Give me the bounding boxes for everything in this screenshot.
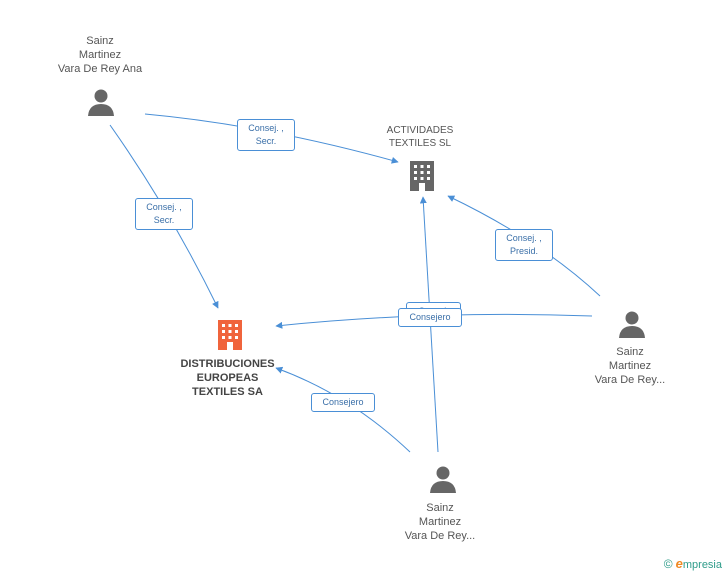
person-icon[interactable] [86, 88, 116, 116]
edge-label-ana-actividades: Consej. , Secr. [237, 119, 295, 151]
brand-watermark: © empresia [664, 556, 722, 571]
edge-label-right-distribuciones: Consejero [398, 308, 462, 327]
copyright-symbol: © [663, 557, 673, 571]
node-label-distribuciones[interactable]: DISTRIBUCIONES EUROPEAS TEXTILES SA [180, 358, 275, 398]
edge-label-right-actividades: Consej. , Presid. [495, 229, 553, 261]
node-label-person-right[interactable]: Sainz Martinez Vara De Rey... [594, 346, 666, 386]
person-icon[interactable] [617, 310, 647, 338]
building-icon[interactable] [407, 159, 437, 193]
edge-label-ana-distribuciones: Consej. , Secr. [135, 198, 193, 230]
brand-name: mpresia [682, 559, 722, 571]
brand-initial: e [675, 556, 683, 571]
person-icon[interactable] [428, 465, 458, 493]
node-label-actividades[interactable]: ACTIVIDADES TEXTILES SL [386, 125, 454, 149]
edge-label-bottom-distribuciones: Consejero [311, 393, 375, 412]
node-label-person-ana[interactable]: Sainz Martinez Vara De Rey Ana [57, 35, 143, 75]
node-label-person-bottom[interactable]: Sainz Martinez Vara De Rey... [404, 502, 476, 542]
building-icon[interactable] [215, 318, 245, 352]
